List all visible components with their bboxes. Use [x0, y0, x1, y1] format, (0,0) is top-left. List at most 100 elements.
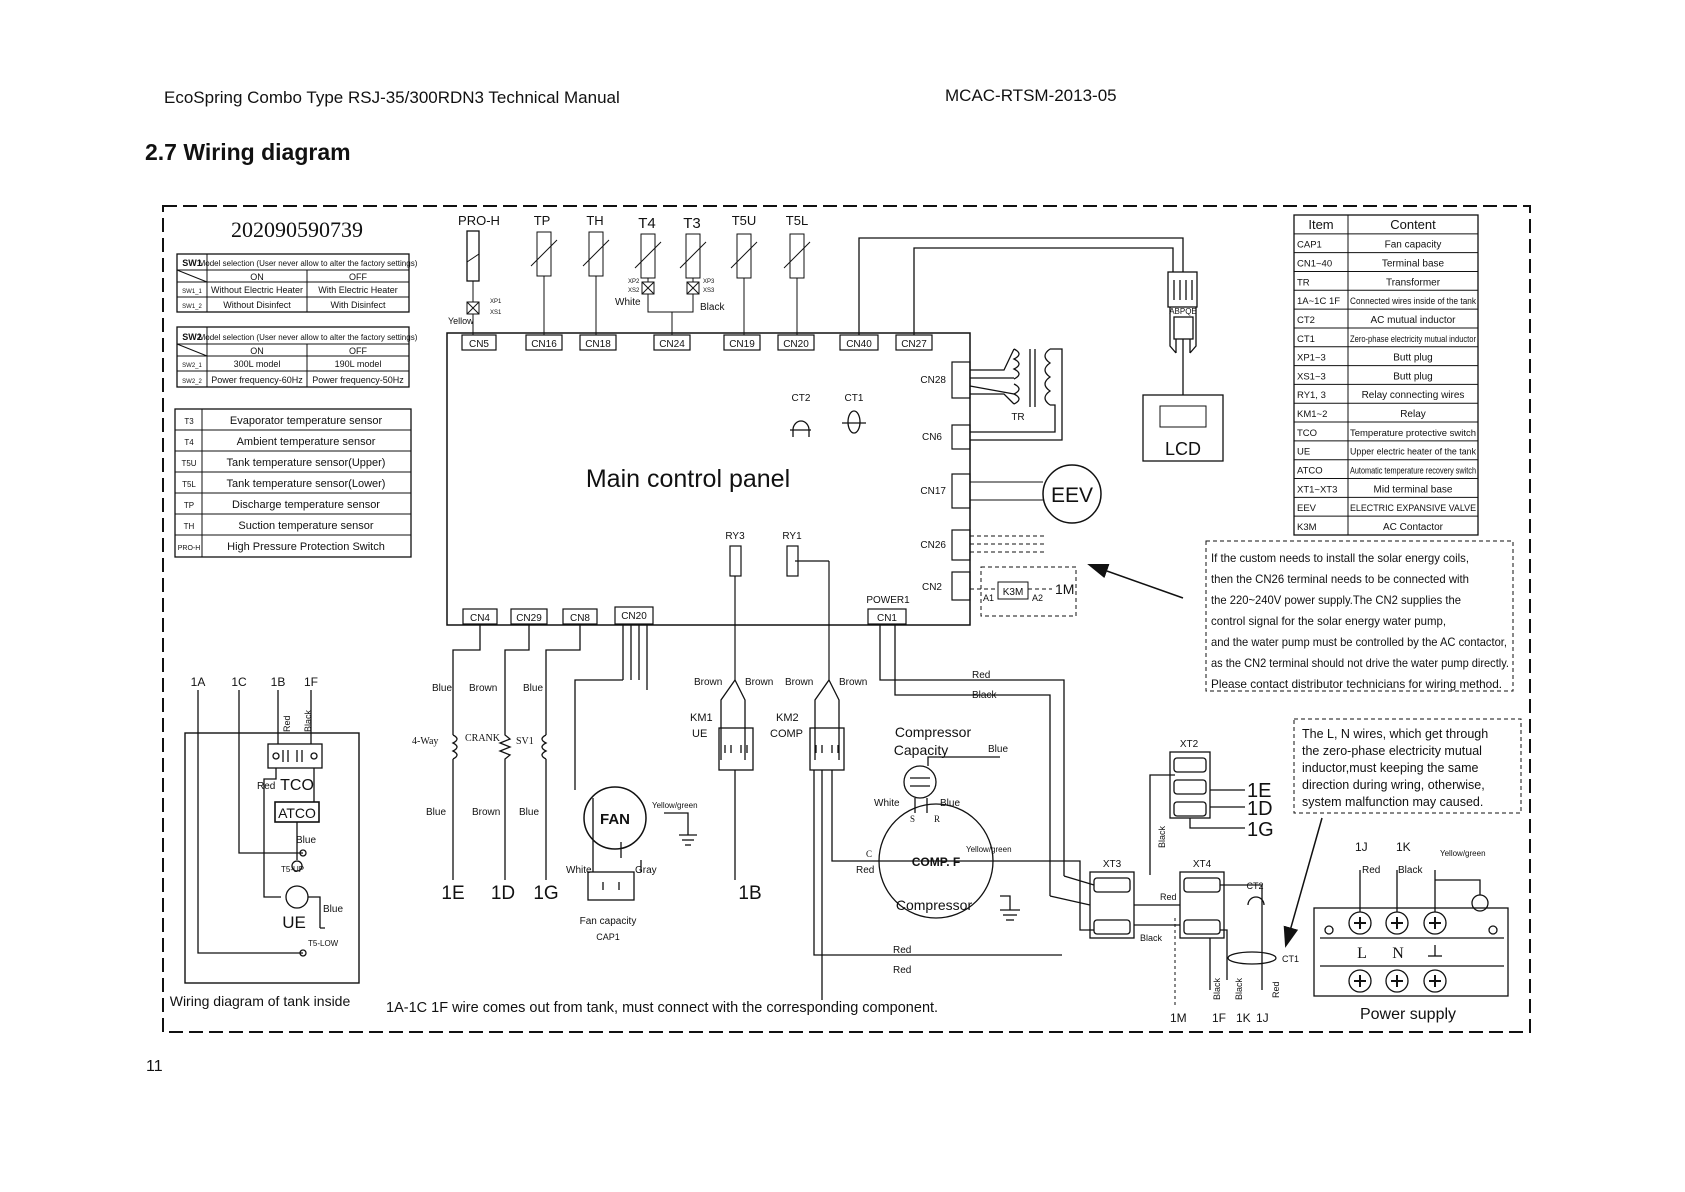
ln-note-line-3: inductor,must keeping the same: [1302, 761, 1479, 775]
legend-head-content: Content: [1390, 217, 1436, 232]
tank-term-1f: 1F: [304, 675, 318, 689]
legend-item-6: XP1~3: [1297, 353, 1326, 364]
ln-note-line-5: system malfunction may caused.: [1302, 795, 1483, 809]
four-way-label: 4-Way: [412, 736, 438, 747]
tank-red-tco: Red: [257, 781, 275, 792]
t5up-label: T5-UP: [281, 865, 304, 874]
km1-ue-label: UE: [692, 728, 707, 740]
legend-item-7: XS1~3: [1297, 371, 1326, 382]
sensor-label-t5u: T5U: [732, 213, 757, 228]
compressor-capacity-label-2: Capacity: [894, 742, 948, 758]
connector-cn5: CN5: [469, 339, 489, 350]
compressor-label: Compressor: [896, 897, 973, 913]
legend-item-4: CT2: [1297, 315, 1315, 326]
sensor-desc-t4: Ambient temperature sensor: [237, 436, 376, 448]
wire-red-bottom-1: Red: [893, 945, 911, 956]
terminal-blocks: [880, 751, 1277, 990]
sensor-label-t5l: T5L: [786, 213, 808, 228]
wire-black-xt2: Black: [1157, 825, 1167, 848]
wire-brown-crank-low: Brown: [472, 807, 500, 818]
legend-table: [1293, 214, 1479, 536]
comp-terminal-c: C: [866, 849, 872, 859]
wire-red-1j: Red: [1271, 981, 1281, 998]
wire-blue-comp: Blue: [940, 798, 960, 809]
diagram-border: [162, 205, 1531, 1033]
sw2-row1-off: 190L model: [335, 359, 382, 369]
bottom-label-1j: 1J: [1256, 1011, 1269, 1025]
sv1-label: SV1: [516, 736, 534, 747]
ln-note-arrow: [1283, 817, 1323, 948]
legend-content-4: AC mutual inductor: [1370, 315, 1456, 326]
solar-note-line-6: as the CN2 terminal should not drive the…: [1211, 656, 1509, 670]
legend-content-6: Butt plug: [1393, 353, 1432, 364]
compressor-capacity-label-1: Compressor: [895, 724, 972, 740]
xt4-label: XT4: [1193, 859, 1212, 870]
lcd-label: LCD: [1165, 439, 1201, 459]
connector-cn20-bottom: CN20: [621, 611, 647, 622]
connector-cn19: CN19: [729, 339, 755, 350]
crank-label: CRANK: [465, 733, 501, 744]
legend-content-2: Transformer: [1386, 277, 1441, 288]
xt2-term-1e: 1E: [1247, 780, 1271, 802]
legend-head-item: Item: [1308, 217, 1333, 232]
a1-label: A1: [983, 593, 994, 603]
connector-cn16: CN16: [531, 339, 557, 350]
sw1-title: Model selection (User never allow to alt…: [199, 259, 418, 268]
tank-term-1b: 1B: [271, 675, 286, 689]
a2-label: A2: [1032, 593, 1043, 603]
fan-motor: [583, 786, 647, 850]
xs3-label: XS3: [703, 288, 715, 294]
legend-item-13: XT1~XT3: [1297, 484, 1337, 495]
section-title: 2.7 Wiring diagram: [145, 139, 351, 165]
legend-item-10: TCO: [1297, 428, 1317, 439]
sw2-row2-off: Power frequency-50Hz: [312, 375, 404, 385]
wire-red-cn1: Red: [972, 670, 990, 681]
wire-white-comp: White: [874, 798, 900, 809]
transformer-label: TR: [1011, 412, 1024, 423]
xt3-label: XT3: [1103, 859, 1122, 870]
wire-blue-cn8: Blue: [523, 683, 543, 694]
k3m-label: K3M: [1003, 587, 1024, 598]
sw1-row2-on: Without Disinfect: [223, 300, 291, 310]
xt2-term-1d: 1D: [1247, 798, 1273, 820]
bottom-note: 1A-1C 1F wire comes out from tank, must …: [386, 1000, 938, 1016]
wire-brown-cn29: Brown: [469, 683, 497, 694]
legend-content-15: AC Contactor: [1383, 522, 1444, 533]
tank-term-1a: 1A: [191, 675, 206, 689]
legend-item-5: CT1: [1297, 334, 1315, 345]
sensor-desc-t5u: Tank temperature sensor(Upper): [227, 457, 386, 469]
tank-wiring: [197, 690, 325, 957]
lcd-wiring: [858, 237, 1198, 395]
ct1-symbol: [847, 410, 861, 434]
power-supply-block: [1313, 870, 1509, 997]
ry1-label: RY1: [782, 531, 802, 542]
wire-brown-km2-left: Brown: [785, 677, 813, 688]
legend-content-13: Mid terminal base: [1374, 484, 1453, 495]
solar-note-line-3: the 220~240V power supply.The CN2 suppli…: [1211, 593, 1461, 607]
wire-red-power: Red: [1362, 865, 1380, 876]
page-number: 11: [146, 1058, 163, 1075]
fan-capacity-label: Fan capacity: [580, 916, 637, 927]
ry3-terminal: [729, 545, 742, 577]
connector-cn24: CN24: [659, 339, 685, 350]
comp-f-label: COMP. F: [912, 855, 960, 869]
sw2-row2-key: SW2_2: [182, 379, 202, 385]
solar-note-line-4: control signal for the solar energy wate…: [1211, 614, 1446, 628]
lcd-unit: [1142, 394, 1224, 462]
legend-item-2: TR: [1297, 277, 1310, 288]
sensor-label-proh: PRO-H: [458, 213, 500, 228]
power-term-1j: 1J: [1355, 840, 1368, 854]
tco-label: TCO: [280, 777, 314, 794]
xt2-term-1g: 1G: [1247, 819, 1274, 841]
bottom-label-1f: 1F: [1212, 1011, 1226, 1025]
sensor-desc-t5l: Tank temperature sensor(Lower): [227, 478, 386, 490]
sw1-row2-key: SW1_2: [182, 304, 202, 310]
tank-black-1f: Black: [303, 709, 313, 732]
km2-label: KM2: [776, 712, 799, 724]
connector-cn8: CN8: [570, 613, 590, 624]
term-1b: 1B: [738, 883, 761, 904]
legend-content-12: Automatic temperature recovery switch: [1350, 466, 1476, 476]
legend-item-15: K3M: [1297, 522, 1317, 533]
solar-note-line-5: and the water pump must be controlled by…: [1211, 635, 1507, 649]
connector-cn18: CN18: [585, 339, 611, 350]
